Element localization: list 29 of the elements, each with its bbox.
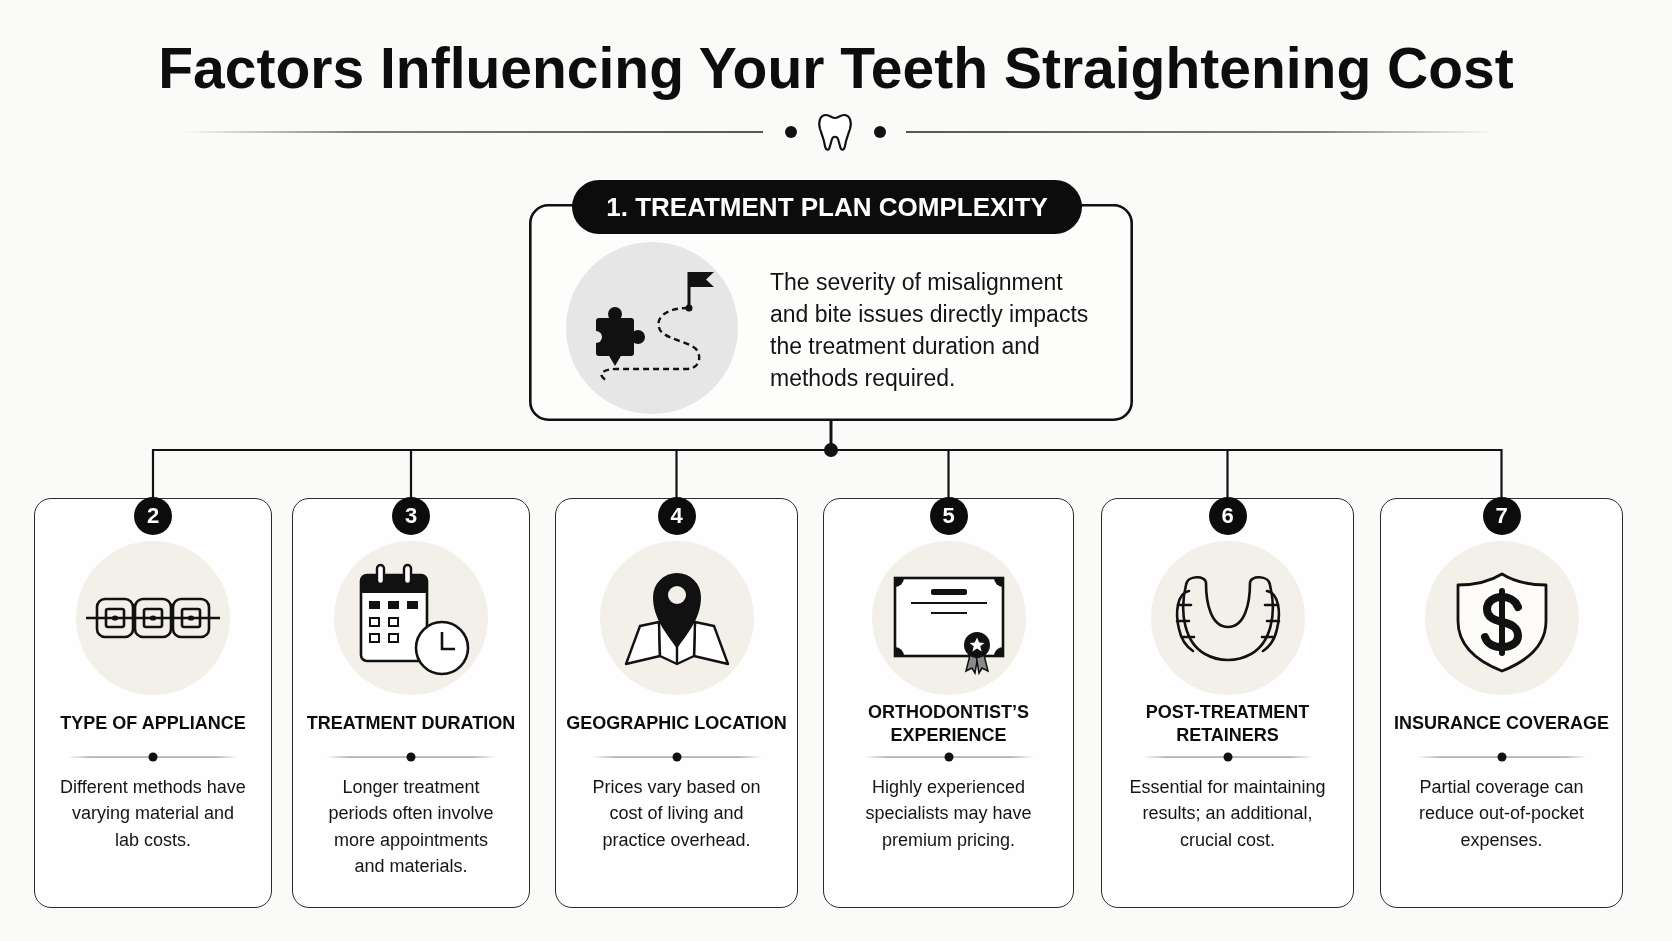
card-description: Prices vary based on cost of living and practice overhead. (591, 775, 762, 852)
number-badge: 2 (134, 497, 172, 536)
factor-card (555, 498, 798, 908)
factor-panel (529, 180, 1133, 421)
card-heading: GEOGRAPHIC LOCATION (566, 712, 787, 735)
connector-line (829, 421, 1503, 498)
factor-card (1101, 498, 1354, 908)
card-heading: ORTHODONTIST’S EXPERIENCE (867, 701, 1030, 746)
number-badge: 3 (392, 497, 430, 536)
description-text: The severity of misalignment and bite issues directly impacts the treatment duration and methods required. (770, 268, 1090, 393)
card-description: Highly experienced specialists may have premium pricing. (864, 775, 1033, 852)
section-heading: 1. TREATMENT PLAN COMPLEXITY (572, 180, 1082, 234)
card-description: Different methods have varying material and lab costs. (59, 775, 247, 852)
card-heading: TREATMENT DURATION (306, 712, 516, 735)
card-description: Partial coverage can reduce out-of-pocket expenses. (1417, 775, 1586, 852)
card-description: Longer treatment periods often involve more appointments and materials. (327, 775, 495, 878)
factor-card (1380, 498, 1623, 908)
number-badge: 5 (929, 497, 968, 536)
factor-card (823, 498, 1074, 908)
title: Factors Influencing Your Teeth Straightening Cost (158, 35, 1514, 101)
number-badge: 4 (657, 497, 696, 536)
card-heading: POST-TREATMENT RETAINERS (1144, 701, 1311, 746)
factor-card (34, 498, 272, 908)
number-badge: 7 (1482, 497, 1521, 536)
card-heading: TYPE OF APPLIANCE (60, 712, 246, 735)
card-description: Essential for maintaining results; an additional, crucial cost. (1128, 775, 1327, 852)
card-heading: INSURANCE COVERAGE (1394, 712, 1609, 735)
number-badge: 6 (1208, 497, 1247, 536)
factor-card (292, 498, 530, 908)
